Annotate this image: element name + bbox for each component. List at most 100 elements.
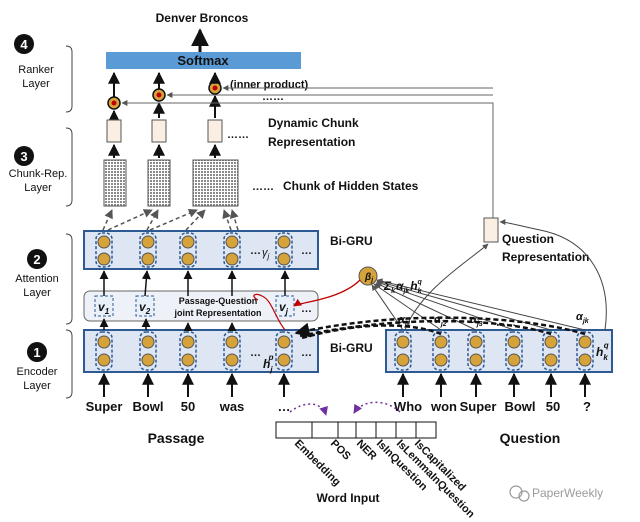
svg-text:…: …	[250, 245, 261, 257]
gru-cell	[576, 331, 594, 371]
svg-text:……: ……	[252, 181, 274, 193]
ranker-arrows	[108, 71, 221, 122]
beta-node	[358, 266, 378, 286]
chunk-hidden-label: Chunk of Hidden States	[283, 179, 419, 193]
passage-bigru-panel	[83, 329, 319, 373]
word-input-arrows	[289, 401, 401, 416]
question-bigru-nodes	[394, 331, 594, 371]
gru-cell	[223, 232, 241, 268]
question-to-passage-dashed	[294, 316, 586, 340]
gru-cell	[139, 232, 157, 268]
gru-cell	[179, 331, 197, 371]
question-to-rep-arrow-2	[404, 243, 489, 331]
gru-cell	[275, 232, 293, 268]
chunk-hidden-states	[103, 159, 239, 207]
inner-product-node	[152, 88, 166, 102]
softmax-label: Softmax	[177, 53, 229, 68]
svg-text:……: ……	[496, 318, 516, 329]
dynamic-chunk-label: Dynamic Chunk	[268, 116, 359, 130]
svg-text:v1: v1	[98, 300, 110, 316]
gru-cell	[432, 331, 450, 371]
layer-4-label: 4 Ranker Layer	[14, 34, 73, 113]
bigru-bottom-label: Bi-GRU	[330, 341, 373, 355]
bigru-top-label: Bi-GRU	[330, 234, 373, 248]
layer-3-label: 3 Chunk-Rep. Layer	[9, 127, 73, 207]
svg-text:Layer: Layer	[23, 287, 51, 299]
pq-joint-label: Passage-Question	[179, 296, 258, 306]
question-rep-box	[483, 217, 499, 243]
question-word: ?	[583, 399, 591, 414]
v-box	[94, 295, 114, 317]
svg-text:…: …	[301, 303, 312, 315]
question-word: 50	[546, 399, 560, 414]
dynamic-chunk-label-2: Representation	[268, 135, 355, 149]
chunk-rep-box	[106, 119, 122, 143]
softmax-bar	[106, 52, 301, 69]
svg-text:αj3: αj3	[470, 314, 483, 328]
gru-cell	[95, 331, 113, 371]
inner-product-node	[107, 96, 121, 110]
output-label: Denver Broncos	[156, 11, 249, 25]
svg-text:Chunk-Rep.: Chunk-Rep.	[9, 168, 68, 180]
question-rep-label-2: Representation	[502, 250, 589, 264]
word-input-label: Word Input	[316, 491, 379, 505]
passage-title: Passage	[148, 430, 205, 446]
layer-1-label: 1 Encoder Layer	[17, 329, 73, 399]
ranker-ellipsis: ……	[262, 91, 284, 103]
pq-joint-label-2: joint Representation	[173, 308, 261, 318]
inner-product-label: (inner product)	[230, 79, 309, 91]
v-boxes: v1 v2 vj	[94, 295, 295, 317]
hp-to-v-arrow	[253, 293, 286, 331]
question-bigru-panel	[385, 329, 613, 373]
svg-text:4: 4	[20, 37, 28, 52]
svg-text:v2: v2	[139, 300, 151, 316]
feature-label: NER	[354, 438, 379, 463]
passage-word: was	[219, 399, 245, 414]
question-rep-label: Question	[502, 232, 554, 246]
inner-product-node	[208, 81, 222, 95]
svg-text:αjk: αjk	[576, 311, 590, 325]
svg-text:3: 3	[20, 149, 27, 164]
gru-cell	[223, 331, 241, 371]
question-to-rep-arrow	[499, 219, 607, 331]
gru-cell	[95, 232, 113, 268]
feature-label: POS	[328, 438, 353, 463]
gru-cell	[275, 331, 293, 371]
gamma-label: γj	[262, 247, 270, 261]
watermark: PaperWeekly	[509, 485, 603, 502]
question-feedback-lines	[121, 85, 494, 218]
svg-text:Encoder: Encoder	[17, 366, 58, 378]
question-word: Bowl	[504, 399, 535, 414]
question-word: won	[430, 399, 457, 414]
chunk-dashed-arrows	[102, 209, 239, 231]
svg-text:1: 1	[33, 345, 40, 360]
passage-word: Super	[86, 399, 123, 414]
svg-text:Layer: Layer	[22, 78, 50, 90]
hidden-state-chunk	[103, 159, 127, 207]
question-word: Who	[394, 399, 422, 414]
feature-label: IsLemmaInQuestion	[394, 438, 477, 521]
svg-text:…: …	[250, 347, 261, 359]
word-input-boxes	[275, 421, 437, 439]
gru-cell	[139, 331, 157, 371]
gru-cell	[542, 331, 560, 371]
passage-words: Super Bowl 50 was …	[86, 399, 291, 414]
beta-label: βj	[364, 272, 374, 284]
svg-text:Layer: Layer	[24, 182, 52, 194]
attention-sum-label: Σkαjkhkq	[383, 279, 423, 295]
svg-text:Layer: Layer	[23, 380, 51, 392]
chunk-rep-boxes	[106, 119, 223, 143]
gru-cell	[179, 232, 197, 268]
hidden-state-chunk	[147, 159, 171, 207]
svg-text:…: …	[301, 347, 312, 359]
h-p-label: hjp	[263, 353, 274, 374]
question-words: Who won Super Bowl 50 ?	[394, 399, 591, 414]
gru-cell	[505, 331, 523, 371]
v-box	[135, 295, 155, 317]
beta-to-v-arrow	[293, 279, 361, 307]
chunk-rep-box	[151, 119, 167, 143]
word-feature-labels: Embedding POS NER IsInQuestion IsLemmaIn…	[292, 438, 477, 521]
question-word: Super	[460, 399, 497, 414]
svg-text:vj: vj	[279, 300, 289, 316]
